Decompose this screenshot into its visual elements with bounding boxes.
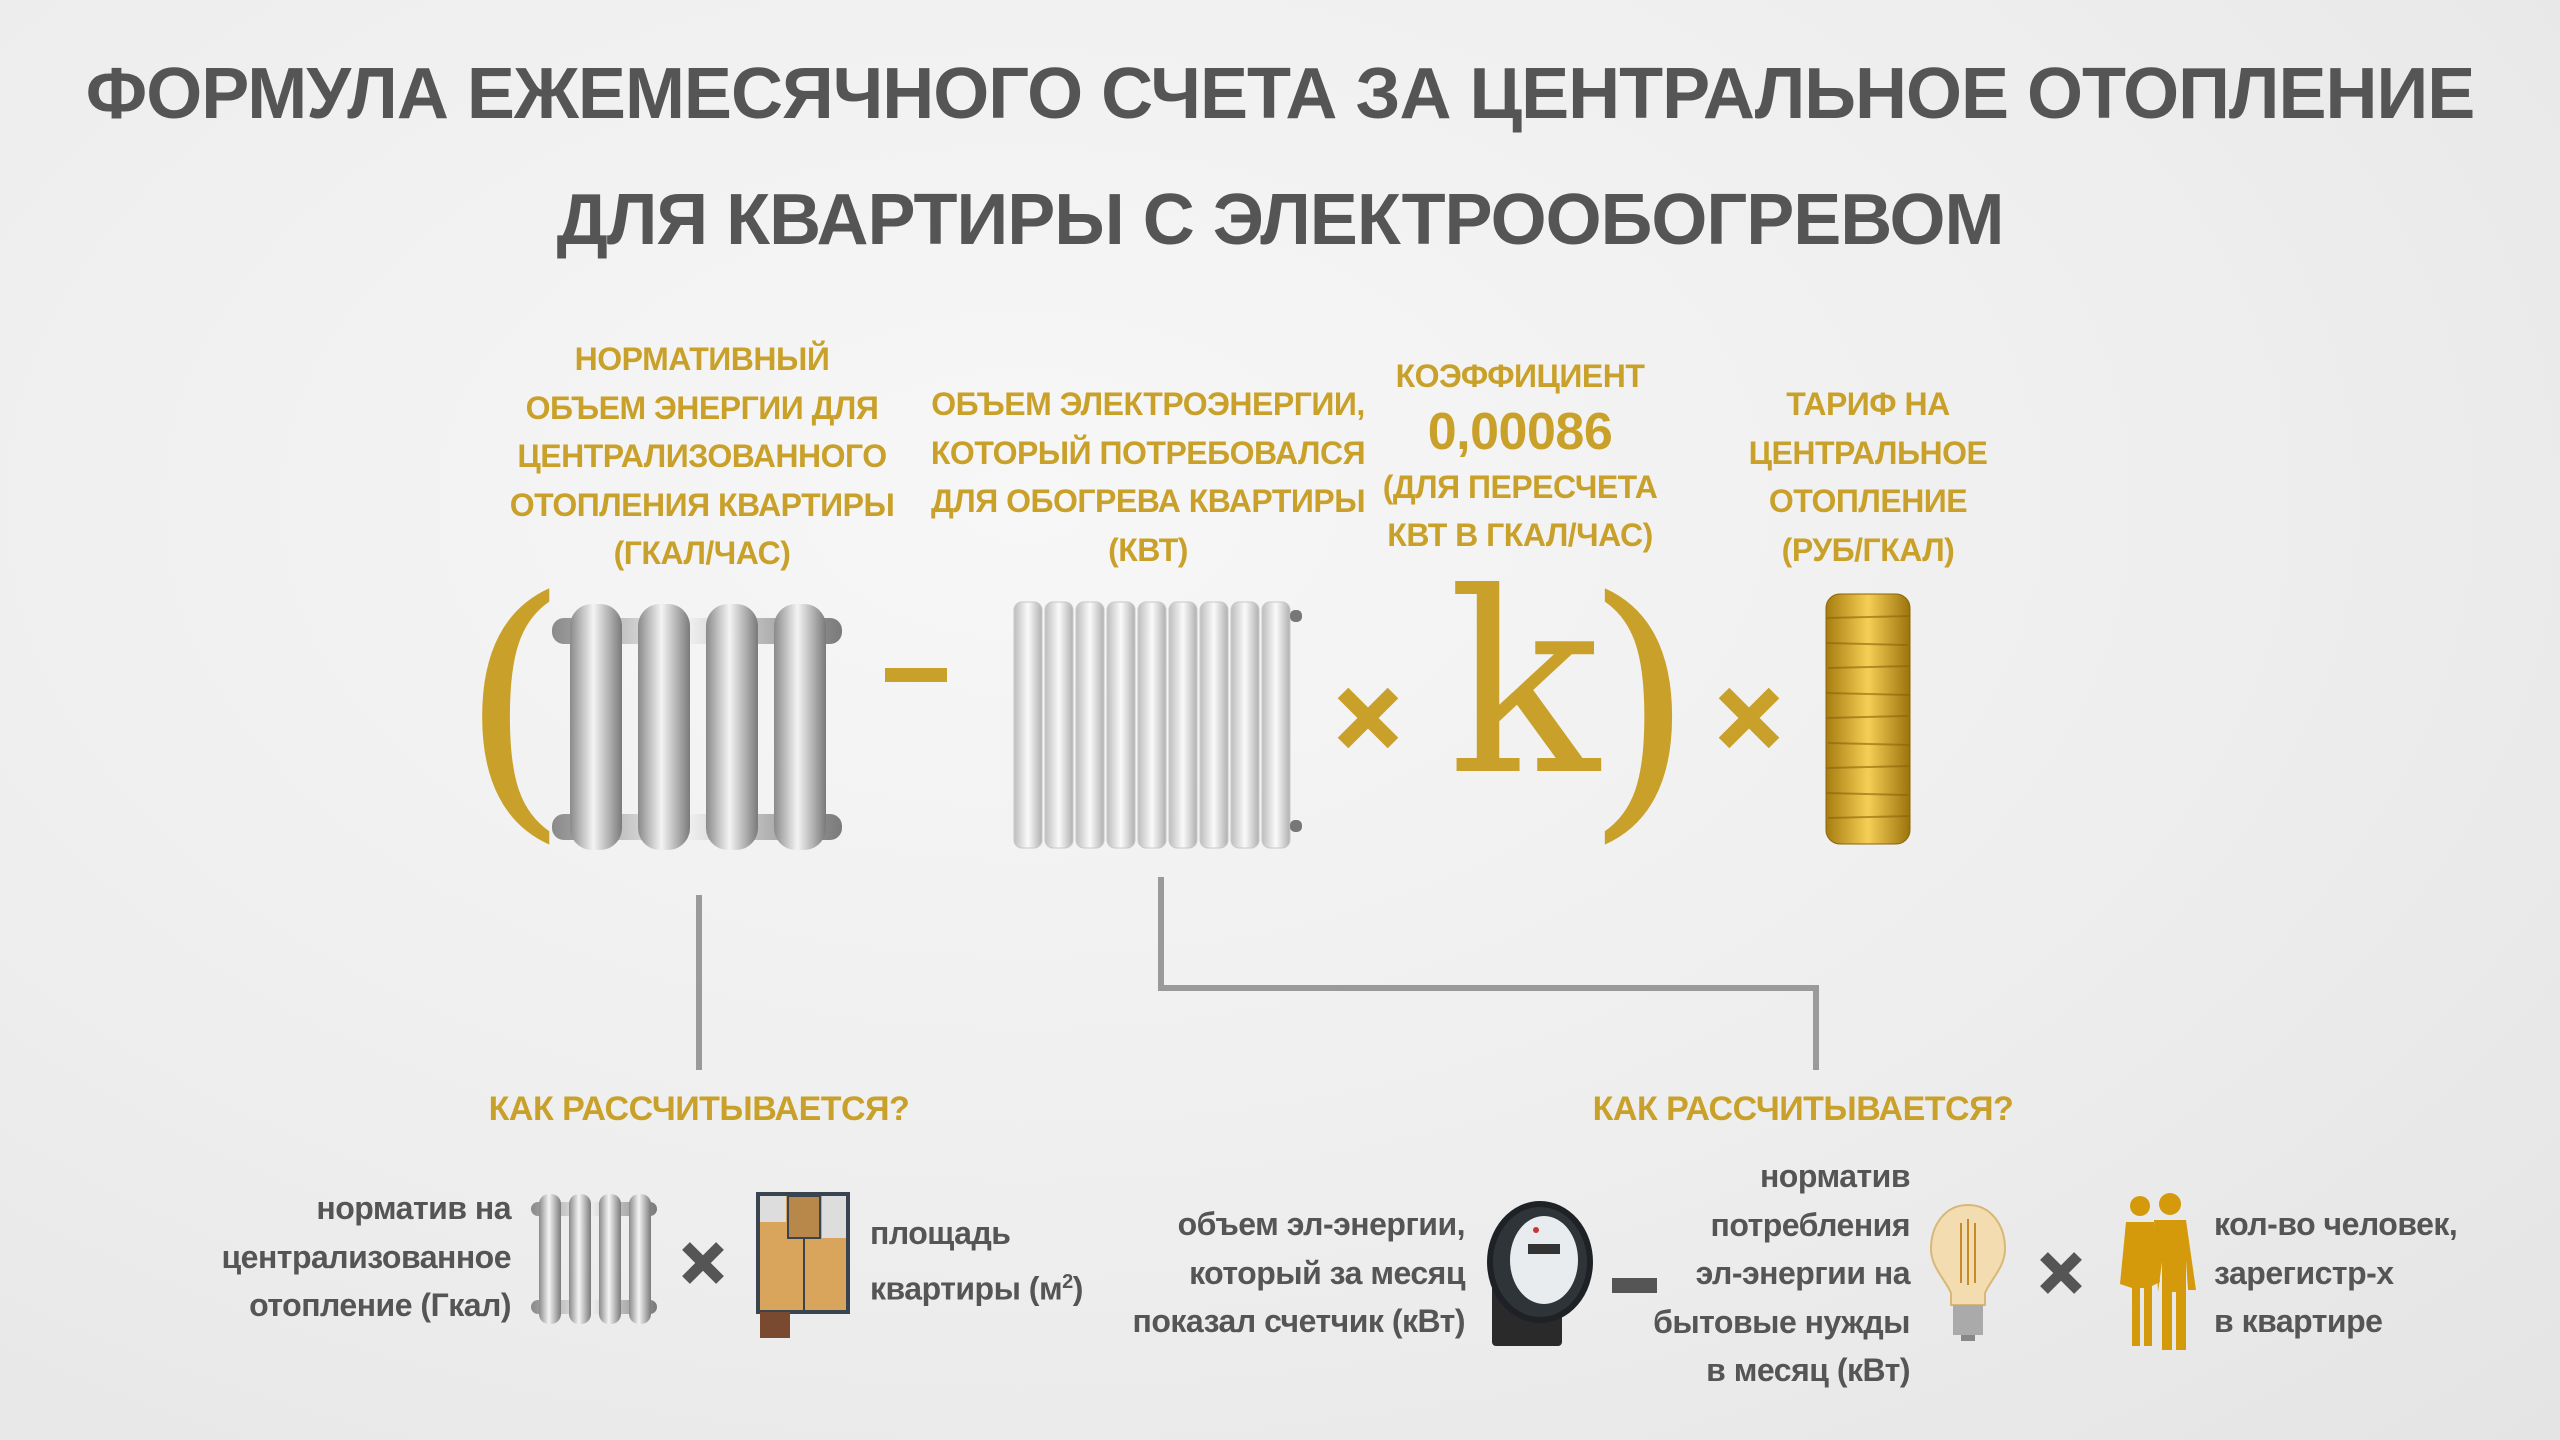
page-title-line-1: ФОРМУЛА ЕЖЕМЕСЯЧНОГО СЧЕТА ЗА ЦЕНТРАЛЬНО… bbox=[85, 54, 2475, 134]
modern-radiator-icon bbox=[1013, 601, 1302, 849]
multiply-operator-icon bbox=[1718, 687, 1780, 749]
open-parenthesis: ( bbox=[460, 542, 570, 868]
household-norm-text: норматив потребления эл-энергии на бытов… bbox=[1653, 1158, 1910, 1388]
people-icon bbox=[2120, 1193, 2196, 1350]
coins-stack-icon bbox=[1825, 593, 1911, 845]
minus-operator bbox=[885, 668, 947, 682]
multiply-operator-icon bbox=[1337, 687, 1399, 749]
how-calculated-heading-left: КАК РАССЧИТЫВАЕТСЯ? bbox=[488, 1090, 910, 1128]
label-tariff: ТАРИФ НА ЦЕНТРАЛЬНОЕ ОТОПЛЕНИЕ (РУБ/ГКАЛ… bbox=[1748, 386, 1988, 568]
connector-right-vertical-1 bbox=[1158, 877, 1164, 991]
registered-people-text: кол-во человек, зарегистр-х в квартире bbox=[2214, 1206, 2458, 1339]
meter-reading-text: объем эл-энергии, который за месяц показ… bbox=[1132, 1206, 1465, 1339]
coefficient-k: k bbox=[1448, 539, 1600, 830]
electricity-meter-icon bbox=[1487, 1201, 1593, 1346]
apartment-area-text: площадь квартиры (м2) bbox=[870, 1215, 1083, 1307]
label-electricity-volume: ОБЪЕМ ЭЛЕКТРОЭНЕРГИИ, КОТОРЫЙ ПОТРЕБОВАЛ… bbox=[930, 386, 1366, 568]
connector-left bbox=[696, 895, 702, 1070]
multiply-icon bbox=[2040, 1252, 2082, 1294]
connector-right-horizontal bbox=[1158, 985, 1819, 991]
page-title-line-2: ДЛЯ КВАРТИРЫ С ЭЛЕКТРООБОГРЕВОМ bbox=[556, 180, 2005, 260]
cast-iron-radiator-icon bbox=[552, 604, 842, 850]
small-radiator-icon bbox=[531, 1194, 657, 1324]
label-normative-volume: НОРМАТИВНЫЙ ОБЪЕМ ЭНЕРГИИ ДЛЯ ЦЕНТРАЛИЗО… bbox=[509, 341, 895, 571]
close-parenthesis: ) bbox=[1585, 542, 1695, 868]
multiply-icon bbox=[682, 1242, 724, 1284]
minus-icon bbox=[1612, 1278, 1657, 1293]
heating-norm-text: норматив на централизованное отопление (… bbox=[221, 1190, 511, 1323]
floor-plan-icon bbox=[756, 1192, 850, 1338]
label-coefficient: КОЭФФИЦИЕНТ 0,00086 (ДЛЯ ПЕРЕСЧЕТА КВТ В… bbox=[1270, 352, 1770, 560]
coefficient-value: 0,00086 bbox=[1427, 402, 1613, 461]
connector-right-vertical-2 bbox=[1813, 985, 1819, 1070]
how-calculated-heading-right: КАК РАССЧИТЫВАЕТСЯ? bbox=[1592, 1090, 2014, 1128]
light-bulb-icon bbox=[1929, 1203, 2007, 1341]
